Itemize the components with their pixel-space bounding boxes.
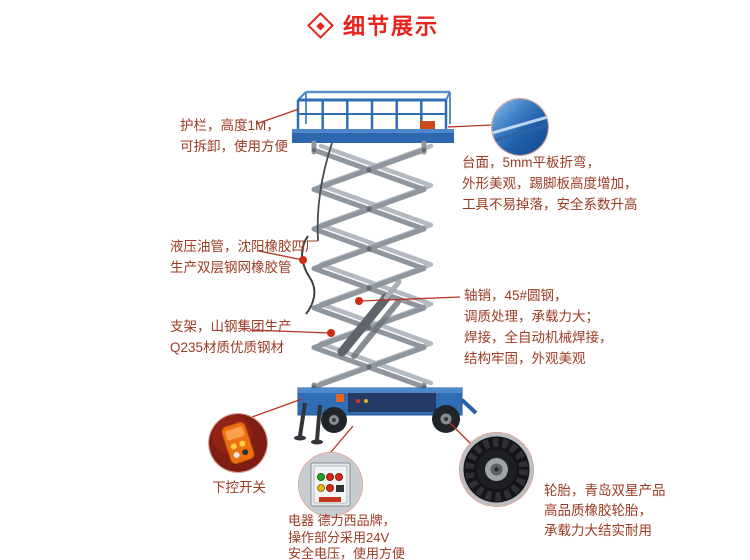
scissor-pivots — [311, 147, 427, 390]
callout-tire-line-3: 承载力大结实耐用 — [544, 523, 652, 538]
callout-tire: 轮胎，青岛双星产品 高品质橡胶轮胎， 承载力大结实耐用 — [544, 481, 666, 541]
leader-tire — [449, 422, 472, 445]
hydraulic-hose — [301, 142, 333, 315]
callout-remote-label: 下控开关 — [212, 480, 266, 495]
callout-support-line-2: Q235材质优质钢材 — [170, 340, 285, 355]
callout-pin-line-1: 轴销，45#圆钢， — [464, 288, 568, 303]
callout-hose-line-1: 液压油管，沈阳橡胶四厂 — [170, 239, 319, 254]
callout-pin: 轴销，45#圆钢， 调质处理，承载力大； 焊接，全自动机械焊接， 结构牢固，外观… — [464, 285, 613, 369]
callout-platform-line-3: 工具不易掉落，安全系数升高 — [462, 197, 638, 212]
scissor-mechanism — [311, 140, 434, 394]
hydraulic-cylinder — [337, 279, 402, 359]
callout-support-line-1: 支架，山钢集团生产 — [170, 319, 292, 334]
callout-support: 支架，山钢集团生产 Q235材质优质钢材 — [170, 316, 292, 358]
leader-pin — [360, 296, 461, 302]
page-title: 细节展示 — [342, 14, 439, 39]
callout-guardrail-line-1: 护栏，高度1M， — [180, 118, 280, 133]
leader-remote — [251, 398, 303, 418]
outriggers — [294, 402, 323, 445]
callout-platform-line-2: 外形美观，踢脚板高度增加， — [462, 176, 638, 191]
leader-hose — [258, 250, 304, 261]
callout-electric-line-2: 操作部分采用24V — [288, 529, 390, 545]
callout-guardrail-line-2: 可拆卸，使用方便 — [180, 139, 288, 154]
page-title-row: 细节展示 — [0, 9, 750, 41]
dot-support — [327, 329, 335, 337]
leader-guardrail — [255, 108, 300, 125]
platform-edge-photo — [492, 99, 548, 155]
callout-electric-line-3: 安全电压，使用方便 — [288, 546, 406, 560]
callout-platform: 台面，5mm平板折弯， 外形美观，踢脚板高度增加， 工具不易掉落，安全系数升高 — [462, 152, 638, 215]
callout-hose: 液压油管，沈阳橡胶四厂 生产双层钢网橡胶管 — [170, 236, 319, 278]
callout-lines — [249, 108, 493, 453]
leader-electric — [330, 425, 354, 453]
leader-platform — [447, 124, 493, 128]
callout-tire-line-1: 轮胎，青岛双星产品 — [544, 483, 666, 498]
dot-pin — [355, 297, 363, 305]
leader-support — [249, 329, 330, 334]
electric-control-box-photo — [299, 453, 362, 516]
callout-electric: 电器 德力西品牌， 操作部分采用24V 安全电压，使用方便 — [288, 513, 405, 560]
platform-deck — [292, 121, 454, 143]
callout-hose-line-2: 生产双层钢网橡胶管 — [170, 260, 292, 275]
callout-dots — [299, 256, 363, 337]
remote-control-photo — [209, 414, 267, 472]
dot-hose — [299, 256, 307, 264]
callout-remote: 下控开关 — [212, 477, 266, 498]
callout-pin-line-4: 结构牢固，外观美观 — [464, 351, 586, 366]
guardrail — [296, 90, 451, 131]
callout-pin-line-3: 焊接，全自动机械焊接， — [464, 330, 613, 345]
callout-electric-line-1: 电器 德力西品牌， — [288, 513, 396, 528]
callout-guardrail: 护栏，高度1M， 可拆卸，使用方便 — [180, 115, 288, 157]
tire-photo — [460, 433, 533, 506]
callout-pin-line-2: 调质处理，承载力大； — [464, 309, 599, 324]
callout-tire-line-2: 高品质橡胶轮胎， — [544, 503, 652, 518]
callout-platform-line-1: 台面，5mm平板折弯， — [462, 155, 600, 170]
